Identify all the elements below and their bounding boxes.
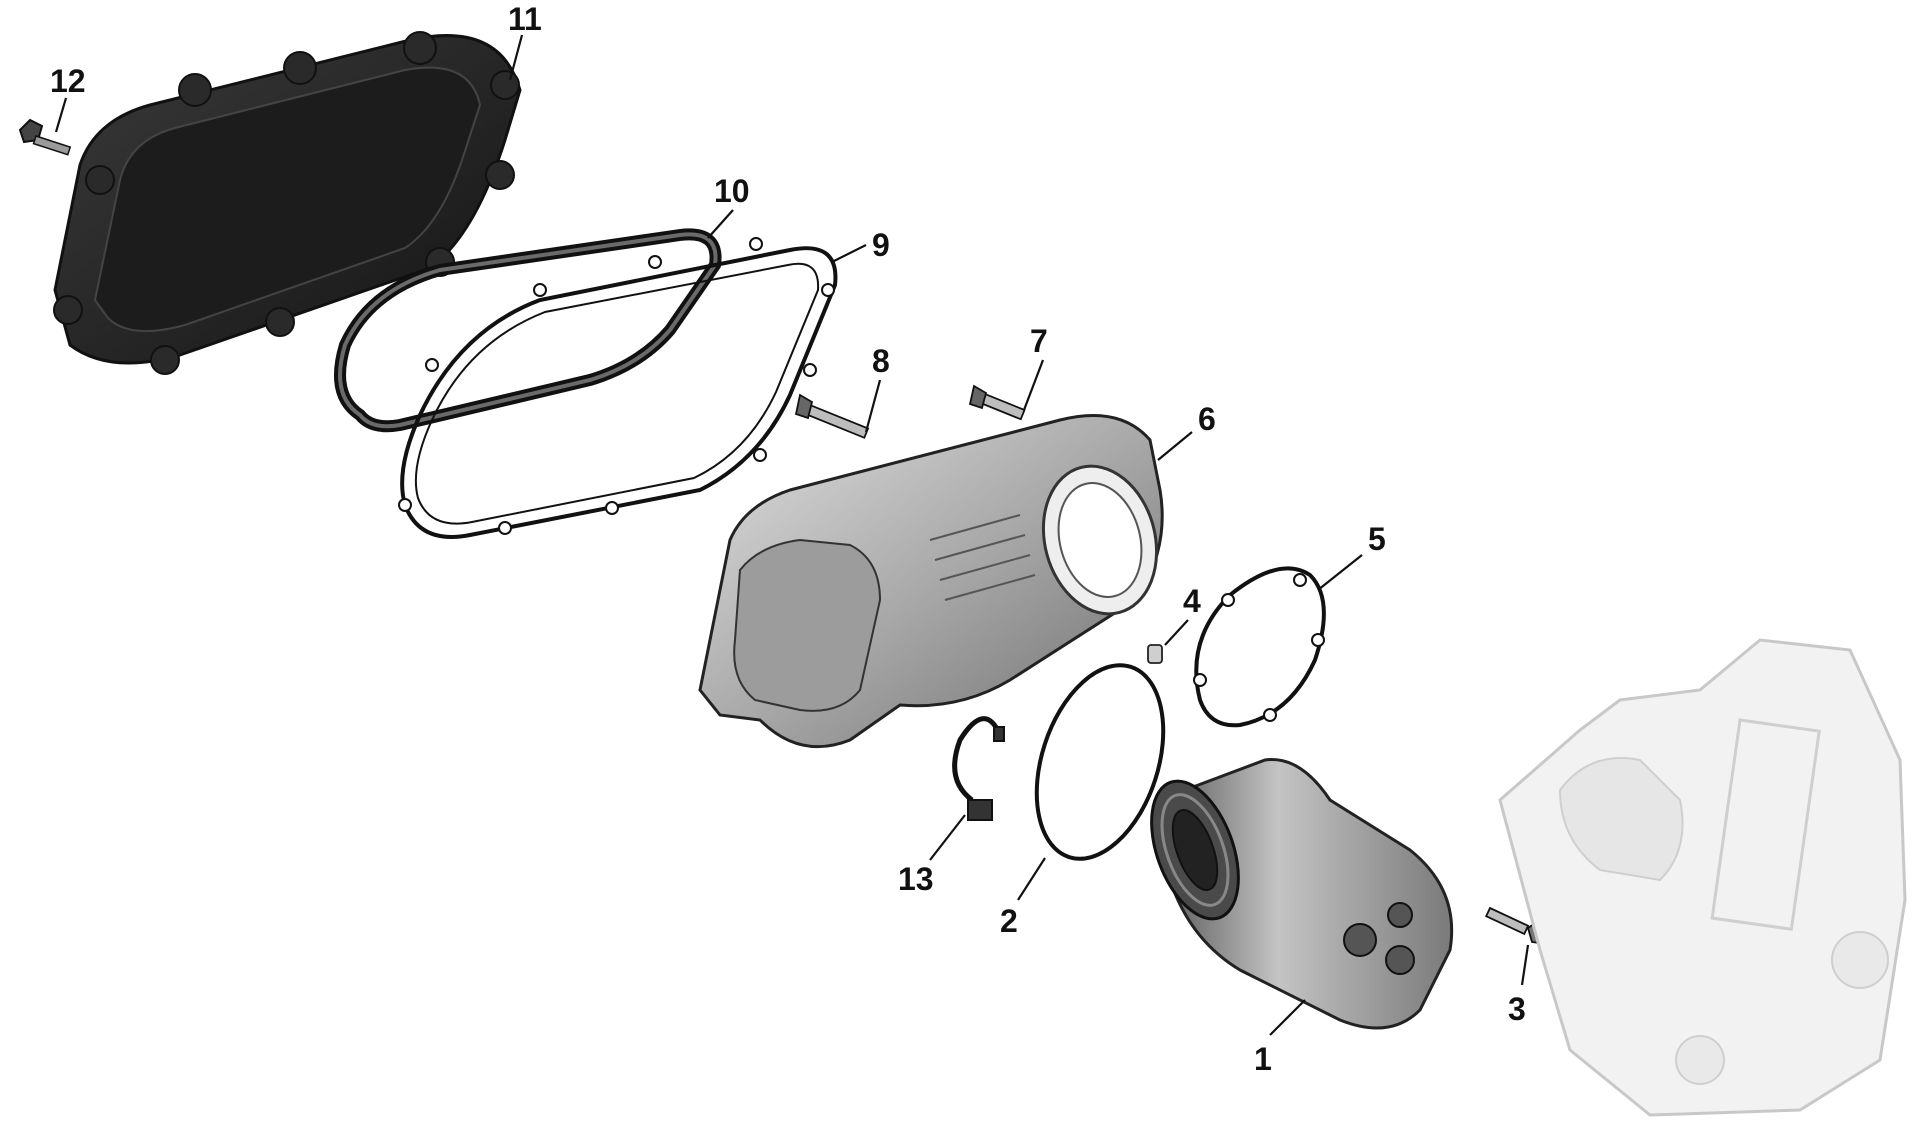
part-13-sensor (952, 716, 1005, 821)
leader-11 (508, 34, 524, 81)
part-12-screw (18, 118, 72, 156)
part-6-clutch-housing (698, 414, 1164, 749)
callout-9: 9 (872, 227, 890, 263)
callout-6: 6 (1198, 401, 1216, 437)
part-2-seal-ring (1034, 663, 1166, 861)
leader-4 (1164, 619, 1189, 646)
engine-case-ghost (1498, 638, 1907, 1117)
callout-11: 11 (508, 1, 542, 37)
callout-2: 2 (1000, 903, 1018, 939)
part-7-bolt (968, 384, 1026, 421)
leader-1 (1269, 999, 1306, 1036)
part-4-dowel-pin (1147, 644, 1163, 664)
callout-12: 12 (50, 63, 86, 99)
callout-4: 4 (1183, 583, 1201, 619)
callout-1: 1 (1254, 1041, 1272, 1077)
part-1-motor (1150, 758, 1454, 1030)
part-9-gasket (398, 237, 838, 539)
callout-10: 10 (714, 173, 750, 209)
callout-5: 5 (1368, 521, 1386, 557)
callout-7: 7 (1030, 323, 1048, 359)
leader-8 (864, 379, 882, 433)
part-11-outer-cover (53, 31, 522, 375)
leader-7 (1022, 359, 1045, 411)
callout-13: 13 (898, 861, 934, 897)
leader-10 (707, 209, 734, 239)
leader-12 (54, 97, 68, 133)
leader-6 (1157, 431, 1193, 461)
leader-5 (1317, 554, 1363, 591)
leader-3 (1520, 944, 1530, 986)
leader-9 (831, 244, 867, 263)
callout-3: 3 (1508, 991, 1526, 1027)
callout-8: 8 (872, 343, 890, 379)
leader-lines (54, 34, 1530, 1036)
leader-13 (929, 814, 966, 861)
leader-2 (1017, 857, 1046, 901)
part-8-bolt (794, 393, 870, 439)
part-5-gasket-ring (1193, 566, 1326, 728)
callout-labels: 1 2 3 4 5 6 7 8 9 10 11 12 13 (50, 1, 1526, 1077)
part-10-drive-belt (334, 228, 722, 433)
